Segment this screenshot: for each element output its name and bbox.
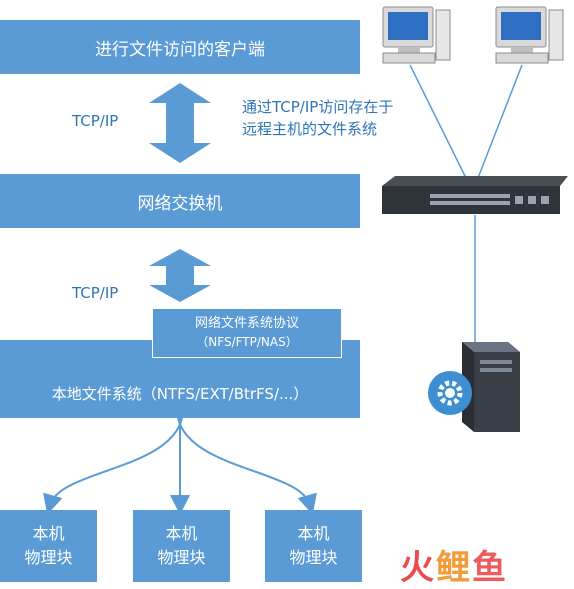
remote-access-note-line1: 通过TCP/IP访问存在于 bbox=[242, 98, 394, 116]
link-pc2-switch bbox=[477, 64, 523, 179]
computer-icon-left bbox=[382, 6, 451, 64]
gear-icon bbox=[428, 371, 472, 415]
nfs-protocol-types: （NFS/FTP/NAS） bbox=[196, 335, 298, 349]
arrow-to-block-1 bbox=[43, 417, 183, 515]
link-pc1-switch bbox=[409, 64, 467, 179]
physical-block-3-line1: 本机 bbox=[297, 524, 330, 543]
double-arrow-top bbox=[149, 83, 211, 163]
physical-block-1-line2: 物理块 bbox=[24, 548, 73, 567]
server-icon bbox=[462, 342, 520, 432]
switch-icon bbox=[382, 176, 568, 214]
physical-block-3-line2: 物理块 bbox=[289, 548, 338, 567]
switch-box: 网络交换机 bbox=[0, 174, 360, 228]
tcpip-label-top: TCP/IP bbox=[72, 112, 119, 130]
watermark-char-1: 火 bbox=[400, 548, 436, 588]
client-box: 进行文件访问的客户端 bbox=[0, 20, 360, 74]
double-arrow-bottom bbox=[149, 249, 211, 302]
nfs-protocol-title: 网络文件系统协议 bbox=[194, 316, 299, 331]
watermark-char-3: 鱼 bbox=[472, 548, 508, 588]
physical-block-1-line1: 本机 bbox=[32, 524, 65, 543]
physical-block-2: 本机 物理块 bbox=[133, 510, 230, 582]
physical-block-2-line1: 本机 bbox=[165, 524, 198, 543]
watermark-char-2: 鲤 bbox=[436, 548, 472, 588]
watermark-logo: 火鲤鱼 bbox=[400, 540, 508, 589]
physical-block-3: 本机 物理块 bbox=[265, 510, 362, 582]
computer-icon-right bbox=[495, 6, 564, 64]
tcpip-label-bottom: TCP/IP bbox=[72, 284, 119, 302]
nfs-protocol-box: 网络文件系统协议 （NFS/FTP/NAS） bbox=[152, 308, 342, 358]
remote-access-note: 通过TCP/IP访问存在于 远程主机的文件系统 bbox=[242, 96, 393, 140]
remote-access-note-line2: 远程主机的文件系统 bbox=[242, 120, 378, 138]
physical-block-2-line2: 物理块 bbox=[157, 548, 206, 567]
arrow-to-block-3 bbox=[177, 417, 317, 515]
physical-block-1: 本机 物理块 bbox=[0, 510, 97, 582]
